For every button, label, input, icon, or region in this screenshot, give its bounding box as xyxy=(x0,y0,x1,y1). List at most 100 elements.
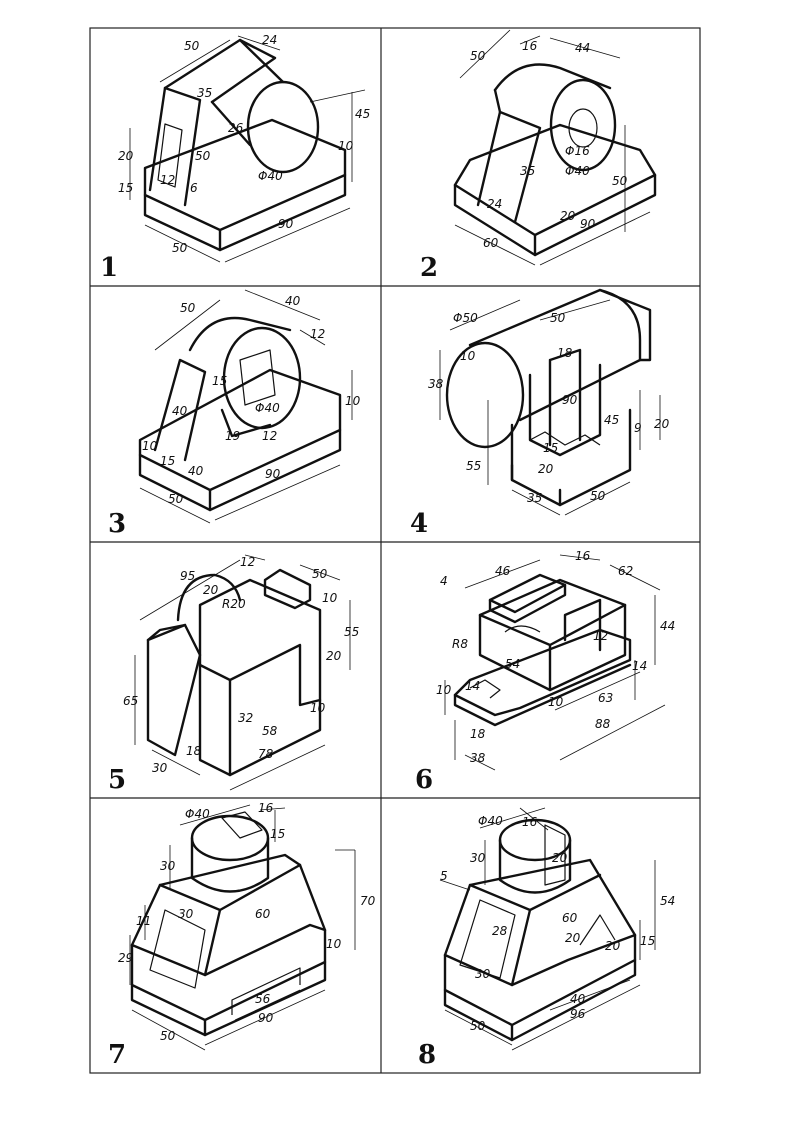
dim-label: 55 xyxy=(466,459,481,473)
dim-label: 10 xyxy=(326,937,342,951)
dim-label: 10 xyxy=(436,683,452,697)
drawing-7: Φ40 16 15 30 11 30 60 70 29 10 56 90 50 … xyxy=(108,801,376,1070)
drawing-number: 6 xyxy=(415,765,433,795)
dim-label: 96 xyxy=(570,1007,586,1021)
drawing-number: 8 xyxy=(418,1040,436,1070)
drawing-number: 2 xyxy=(420,253,438,283)
dim-label: 15 xyxy=(543,441,558,455)
dim-label: 15 xyxy=(160,454,175,468)
dim-label: 88 xyxy=(595,717,611,731)
dim-label: 44 xyxy=(575,41,590,55)
dim-label: 62 xyxy=(618,564,633,578)
dim-label: 90 xyxy=(580,217,596,231)
dim-label: 20 xyxy=(552,851,568,865)
dim-label: 11 xyxy=(136,914,151,928)
dim-label: 20 xyxy=(560,209,576,223)
dim-label: Φ40 xyxy=(255,401,280,415)
dim-label: 15 xyxy=(212,374,227,388)
dim-label: 38 xyxy=(470,751,486,765)
dim-label: 30 xyxy=(475,967,491,981)
dim-label: 45 xyxy=(355,107,370,121)
dim-label: 5 xyxy=(440,869,448,883)
dim-label: 9 xyxy=(634,421,642,435)
dim-label: 10 xyxy=(460,349,476,363)
dim-label: 16 xyxy=(522,815,538,829)
dim-label: 60 xyxy=(562,911,578,925)
dim-label: 15 xyxy=(270,827,285,841)
dim-label: 50 xyxy=(160,1029,176,1043)
drawing-4: Φ50 50 10 38 18 90 45 9 20 55 15 20 35 5… xyxy=(410,288,670,539)
dim-label: 12 xyxy=(262,429,277,443)
dim-label: 10 xyxy=(548,695,564,709)
dim-label: 56 xyxy=(255,992,271,1006)
dim-label: 60 xyxy=(255,907,271,921)
dim-label: 35 xyxy=(527,491,542,505)
dim-label: 54 xyxy=(660,894,675,908)
dim-label: 50 xyxy=(184,39,200,53)
dim-label: 90 xyxy=(258,1011,274,1025)
dim-label: 18 xyxy=(186,744,202,758)
dim-label: 20 xyxy=(654,417,670,431)
drawing-6: 46 16 62 4 44 12 R8 54 14 10 14 10 63 88… xyxy=(415,549,675,795)
dim-label: 32 xyxy=(238,711,253,725)
grid-frame xyxy=(89,27,701,1074)
dim-label: 54 xyxy=(505,657,520,671)
dim-label: 16 xyxy=(522,39,538,53)
dim-label: 20 xyxy=(538,462,554,476)
dim-label: 28 xyxy=(492,924,508,938)
dim-label: 90 xyxy=(265,467,281,481)
dim-label: 10 xyxy=(322,591,338,605)
dim-label: 50 xyxy=(168,492,184,506)
dim-label: 20 xyxy=(565,931,581,945)
dim-label: 58 xyxy=(262,724,278,738)
dim-label: 90 xyxy=(278,217,294,231)
dim-label: 50 xyxy=(195,149,211,163)
dim-label: 90 xyxy=(562,393,578,407)
dim-label: 4 xyxy=(440,574,448,588)
dim-label: 6 xyxy=(190,181,198,195)
drawing-5: 95 12 50 20 R20 10 55 20 65 32 58 10 30 … xyxy=(108,554,359,795)
dim-label: 40 xyxy=(172,404,188,418)
drawing-number: 4 xyxy=(410,509,428,539)
dim-label: 50 xyxy=(550,311,566,325)
dim-label: 18 xyxy=(557,346,573,360)
dim-label: 78 xyxy=(258,747,274,761)
dim-label: 40 xyxy=(570,992,586,1006)
dim-label: 12 xyxy=(593,629,608,643)
dim-label: 30 xyxy=(178,907,194,921)
dim-label: 14 xyxy=(465,679,480,693)
dim-label: 60 xyxy=(483,236,499,250)
dim-label: 20 xyxy=(605,939,621,953)
drawing-8: Φ40 16 30 20 5 60 28 20 54 15 20 30 40 9… xyxy=(418,807,675,1070)
dim-label: Φ50 xyxy=(453,311,478,325)
dim-label: 16 xyxy=(258,801,274,815)
dim-label: 15 xyxy=(640,934,655,948)
dim-label: R20 xyxy=(222,597,246,611)
dim-label: 50 xyxy=(172,241,188,255)
dim-label: 12 xyxy=(160,173,175,187)
dim-label: 35 xyxy=(520,164,535,178)
dim-label: 50 xyxy=(470,49,486,63)
drawing-number: 7 xyxy=(108,1040,126,1070)
drawing-number: 5 xyxy=(108,765,126,795)
dim-label: 29 xyxy=(118,951,133,965)
dim-label: 70 xyxy=(360,894,376,908)
drawing-1: 50 24 35 26 20 50 15 12 6 Φ40 45 10 50 9… xyxy=(100,33,370,283)
dim-label: 50 xyxy=(470,1019,486,1033)
dim-label: 30 xyxy=(152,761,168,775)
dim-label: Φ16 xyxy=(565,144,590,158)
dim-label: 50 xyxy=(590,489,606,503)
dim-label: 40 xyxy=(285,294,301,308)
dim-label: 30 xyxy=(160,859,176,873)
dim-label: 50 xyxy=(612,174,628,188)
dim-label: 18 xyxy=(470,727,486,741)
dim-label: 65 xyxy=(123,694,138,708)
drawing-number: 3 xyxy=(108,509,126,539)
dim-label: 19 xyxy=(225,429,240,443)
dim-label: 50 xyxy=(180,301,196,315)
dim-label: 16 xyxy=(575,549,591,563)
dim-label: 14 xyxy=(632,659,647,673)
dim-label: Φ40 xyxy=(258,169,283,183)
drawing-2: 50 16 44 35 Φ16 Φ40 24 20 50 60 90 2 xyxy=(420,29,657,283)
